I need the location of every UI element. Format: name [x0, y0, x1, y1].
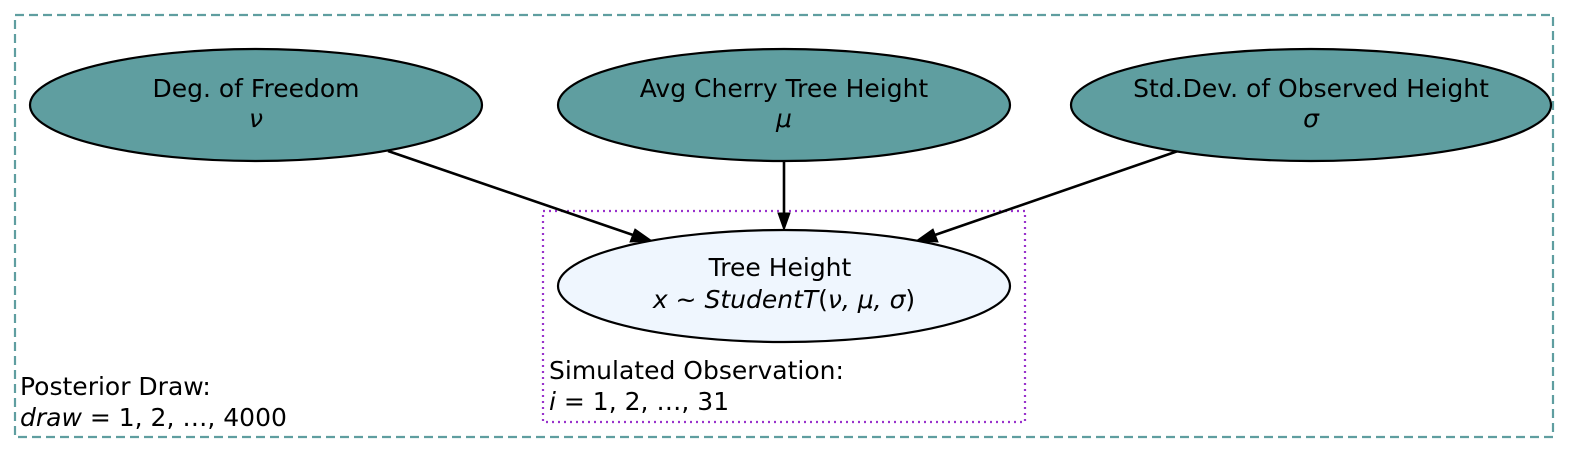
node-height-title: Tree Height	[708, 253, 852, 282]
node-mu-ellipse	[556, 47, 1012, 163]
node-height-ellipse	[556, 228, 1012, 344]
edge-dof-to-height	[387, 149, 637, 238]
formula-close: )	[905, 285, 915, 314]
node-dof-ellipse	[28, 47, 484, 163]
inner-plate-label-line1: Simulated Observation:	[549, 356, 844, 385]
node-dof-title: Deg. of Freedom	[152, 74, 359, 103]
arrowhead-mu-to-height	[777, 212, 791, 232]
edges	[387, 149, 1179, 243]
node-sigma-ellipse	[1069, 47, 1553, 163]
outer-plate-label-line2: draw = 1, 2, …, 4000	[20, 403, 287, 432]
node-height-formula: x ~ StudentT(ν, μ, σ)	[652, 285, 915, 314]
inner-plate-index-var: i	[549, 387, 556, 416]
formula-args: ν, μ, σ	[828, 285, 907, 314]
node-mu: Avg Cherry Tree Height μ	[556, 47, 1012, 163]
formula-dist: StudentT	[704, 285, 819, 314]
inner-plate-label-line2: i = 1, 2, …, 31	[549, 387, 729, 416]
edge-sigma-to-height	[931, 149, 1179, 238]
node-sigma-title: Std.Dev. of Observed Height	[1133, 74, 1489, 103]
formula-open: (	[818, 285, 828, 314]
node-dof-symbol: ν	[249, 104, 263, 133]
node-mu-symbol: μ	[775, 104, 792, 133]
outer-plate-index-var: draw	[20, 403, 82, 432]
node-height: Tree Height x ~ StudentT(ν, μ, σ)	[556, 228, 1012, 344]
outer-plate-label-line1: Posterior Draw:	[20, 372, 211, 401]
inner-plate-index-range: = 1, 2, …, 31	[556, 387, 729, 416]
node-sigma-symbol: σ	[1303, 104, 1320, 133]
formula-var: x	[652, 285, 668, 314]
outer-plate-index-range: = 1, 2, …, 4000	[82, 403, 287, 432]
node-dof: Deg. of Freedom ν	[28, 47, 484, 163]
formula-tilde: ~	[668, 285, 705, 314]
node-mu-title: Avg Cherry Tree Height	[640, 74, 929, 103]
node-sigma: Std.Dev. of Observed Height σ	[1069, 47, 1553, 163]
